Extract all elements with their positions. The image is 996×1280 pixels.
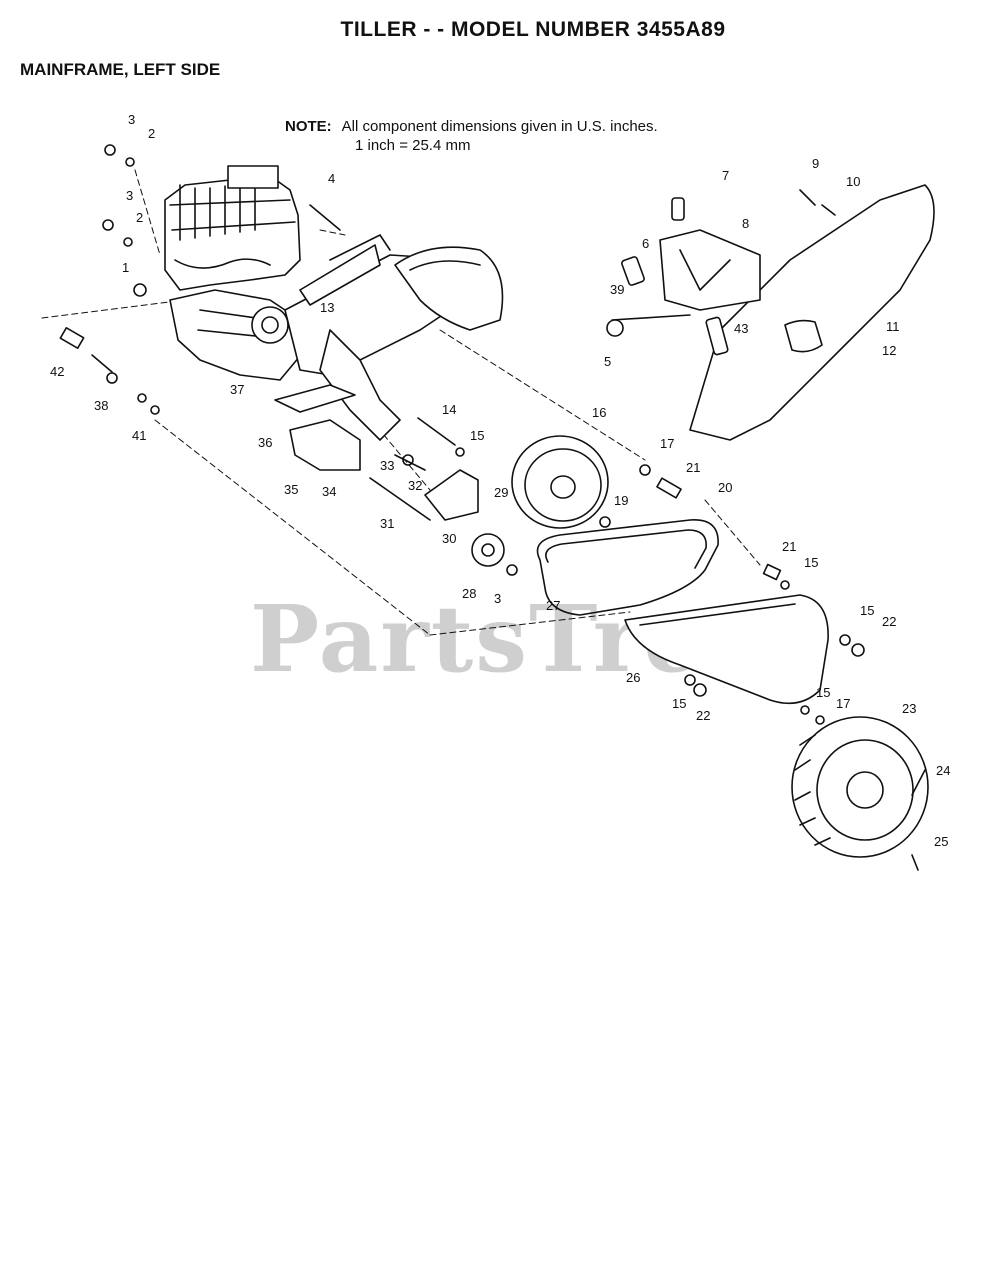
- callout-22: 22: [696, 708, 710, 723]
- callout-30: 30: [442, 531, 456, 546]
- callout-15: 15: [816, 685, 830, 700]
- callout-10: 10: [846, 174, 860, 189]
- callout-15: 15: [860, 603, 874, 618]
- callout-20: 20: [718, 480, 732, 495]
- callout-5: 5: [604, 354, 611, 369]
- callout-29: 29: [494, 485, 508, 500]
- callout-39: 39: [610, 282, 624, 297]
- callout-33: 33: [380, 458, 394, 473]
- callout-13: 13: [320, 300, 334, 315]
- callout-6: 6: [642, 236, 649, 251]
- callout-24: 24: [936, 763, 950, 778]
- callout-17: 17: [660, 436, 674, 451]
- section-subtitle: MAINFRAME, LEFT SIDE: [20, 60, 221, 79]
- engine-pulley: [251, 306, 289, 344]
- callout-9: 9: [812, 156, 819, 171]
- note-line-1: All component dimensions given in U.S. i…: [341, 118, 658, 135]
- belt-cover: [624, 594, 829, 705]
- callout-11: 11: [886, 319, 900, 334]
- callout-2: 2: [136, 210, 143, 225]
- callout-26: 26: [626, 670, 640, 685]
- callout-15: 15: [804, 555, 818, 570]
- callout-34: 34: [322, 484, 336, 499]
- inset-detail: [606, 184, 935, 441]
- callout-37: 37: [230, 382, 244, 397]
- page-title: TILLER - - MODEL NUMBER 3455A89: [340, 18, 726, 41]
- rods-and-bolts: [59, 204, 456, 521]
- drive-belt: [536, 519, 719, 616]
- callout-17: 17: [836, 696, 850, 711]
- callout-3: 3: [126, 188, 133, 203]
- callout-21: 21: [782, 539, 796, 554]
- callout-3: 3: [494, 591, 501, 606]
- callout-25: 25: [934, 834, 948, 849]
- callout-7: 7: [722, 168, 729, 183]
- small-hardware: [102, 144, 865, 725]
- callout-32: 32: [408, 478, 422, 493]
- callout-14: 14: [442, 402, 456, 417]
- callout-15: 15: [470, 428, 484, 443]
- callout-42: 42: [50, 364, 64, 379]
- callout-43: 43: [734, 321, 748, 336]
- callout-35: 35: [284, 482, 298, 497]
- callout-38: 38: [94, 398, 108, 413]
- callout-8: 8: [742, 216, 749, 231]
- callout-12: 12: [882, 343, 896, 358]
- engine-assembly: [164, 165, 306, 381]
- belt-guard-bracket: [274, 384, 361, 471]
- dimension-note: NOTE: All component dimensions given in U…: [285, 117, 658, 155]
- callout-21: 21: [686, 460, 700, 475]
- callout-2: 2: [148, 126, 155, 141]
- callout-23: 23: [902, 701, 916, 716]
- callout-27: 27: [546, 598, 560, 613]
- callout-16: 16: [592, 405, 606, 420]
- note-label: NOTE:: [285, 118, 332, 135]
- idler-bracket: [424, 469, 505, 567]
- callout-4: 4: [328, 171, 335, 186]
- callout-22: 22: [882, 614, 896, 629]
- note-line-2: 1 inch = 25.4 mm: [355, 137, 471, 154]
- callout-15: 15: [672, 696, 686, 711]
- tine-shield: [394, 246, 504, 331]
- callout-36: 36: [258, 435, 272, 450]
- callout-28: 28: [462, 586, 476, 601]
- callout-31: 31: [380, 516, 394, 531]
- assembly-guide-lines: [41, 169, 761, 636]
- large-pulley: [511, 435, 609, 529]
- callout-3: 3: [128, 112, 135, 127]
- wheel-assembly: [791, 716, 929, 871]
- callout-1: 1: [122, 260, 129, 275]
- callout-19: 19: [614, 493, 628, 508]
- callout-41: 41: [132, 428, 146, 443]
